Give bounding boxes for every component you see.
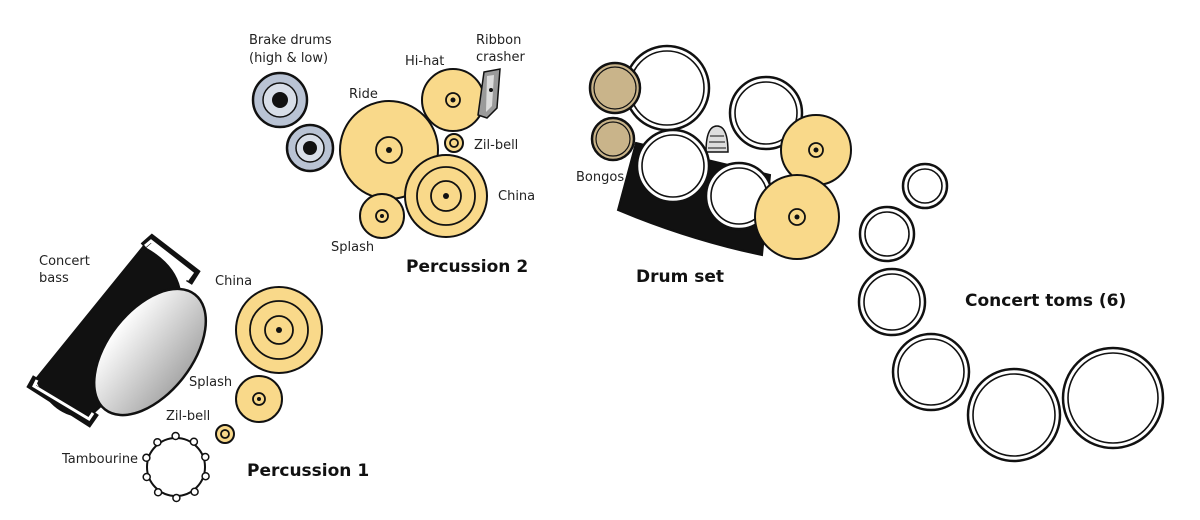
group-title-percussion1: Percussion 1 (247, 461, 369, 481)
label-ribbon-line1: Ribbon (476, 33, 521, 48)
label-hihat: Hi-hat (405, 54, 444, 69)
concert-tom-2 (858, 205, 916, 263)
brake-drum-low (285, 123, 335, 173)
label-brake-drums-line1: Brake drums (249, 33, 332, 48)
tambourine-jingle (172, 493, 181, 503)
brake-drum-high (251, 71, 309, 129)
label-bongos: Bongos (576, 170, 624, 185)
ride-cymbal-drumset (754, 174, 840, 260)
tambourine-jingle (190, 487, 199, 497)
group-title-concert-toms: Concert toms (6) (965, 291, 1126, 311)
tambourine-jingle (201, 452, 210, 462)
concert-bass-drum (26, 233, 208, 428)
label-china-p1: China (215, 274, 252, 289)
zilbell-p2 (444, 133, 464, 153)
rack-tom (728, 75, 804, 151)
china-cymbal-p2 (404, 154, 488, 238)
bongo-small (590, 116, 636, 162)
tambourine-jingle (142, 453, 151, 463)
label-brake-drums-line2: (high & low) (249, 51, 328, 66)
group-title-drum-set: Drum set (636, 267, 724, 287)
hihat-cymbal (421, 68, 485, 132)
throne-seat (705, 125, 729, 153)
group-title-percussion2: Percussion 2 (406, 257, 528, 277)
label-splash-p1: Splash (189, 375, 232, 390)
bongo-large (588, 61, 642, 115)
label-ribbon-line2: crasher (476, 50, 525, 65)
tambourine-jingle (153, 437, 162, 447)
label-tambourine: Tambourine (61, 452, 138, 467)
label-zilbell-p1: Zil-bell (166, 409, 210, 424)
label-concert-bass-line2: bass (39, 271, 69, 286)
ribbon-crasher (477, 68, 501, 119)
tambourine-jingle (153, 488, 163, 497)
tambourine-jingle (189, 437, 199, 446)
label-china-p2: China (498, 189, 535, 204)
label-splash-p2: Splash (331, 240, 374, 255)
tambourine (142, 431, 210, 503)
label-ride: Ride (349, 87, 378, 102)
concert-tom-3 (857, 267, 927, 337)
tambourine-jingle (142, 472, 151, 482)
china-cymbal-p1 (235, 286, 323, 374)
tambourine-jingle (201, 471, 210, 481)
concert-tom-5 (966, 367, 1062, 463)
splash-cymbal-p1 (235, 375, 283, 423)
zilbell-p1 (215, 424, 235, 444)
snare-drum (635, 128, 711, 204)
tambourine-jingle (171, 431, 180, 441)
label-zilbell-p2: Zil-bell (474, 138, 518, 153)
splash-cymbal-p2 (359, 193, 405, 239)
concert-tom-4 (891, 332, 971, 412)
concert-tom-1 (901, 162, 949, 210)
tambourine-jingles (142, 431, 210, 503)
concert-tom-6 (1061, 346, 1165, 450)
label-concert-bass-line1: Concert (39, 254, 90, 269)
